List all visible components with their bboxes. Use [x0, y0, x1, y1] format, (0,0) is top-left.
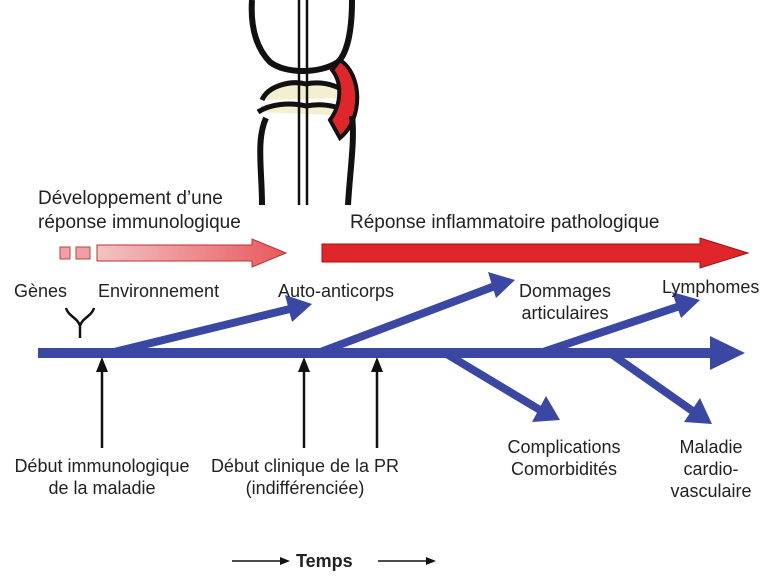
- autoantibodies-label: Auto-anticorps: [278, 280, 394, 302]
- cardiovascular-label: Maladie cardio-vasculaire: [663, 436, 759, 502]
- complications-label: Complications Comorbidités: [484, 436, 644, 480]
- genes-label: Gènes: [14, 280, 67, 302]
- immunological-onset-label: Début immunologique de la maladie: [10, 455, 194, 499]
- cardiovascular-branch: [610, 353, 694, 412]
- immune-response-arrow: [60, 239, 286, 267]
- genes-bracket-icon: [66, 308, 94, 338]
- environment-label: Environnement: [98, 280, 219, 302]
- milestone-arrows: [96, 357, 383, 448]
- clinical-onset-label: Début clinique de la PR (indifférenciée): [210, 455, 400, 499]
- inflammatory-response-label: Réponse inflammatoire pathologique: [350, 212, 659, 234]
- lymphomas-label: Lymphomes: [662, 276, 759, 298]
- knee-joint-icon: [252, 0, 358, 205]
- time-label: Temps: [296, 550, 353, 572]
- joint-damage-label: Dommages articulaires: [490, 280, 640, 324]
- immune-response-label: Développement d’une réponse immunologiqu…: [38, 187, 268, 235]
- autoantibody-branch: [110, 309, 290, 353]
- inflammatory-response-arrow: [322, 238, 748, 268]
- complications-branch: [445, 353, 540, 410]
